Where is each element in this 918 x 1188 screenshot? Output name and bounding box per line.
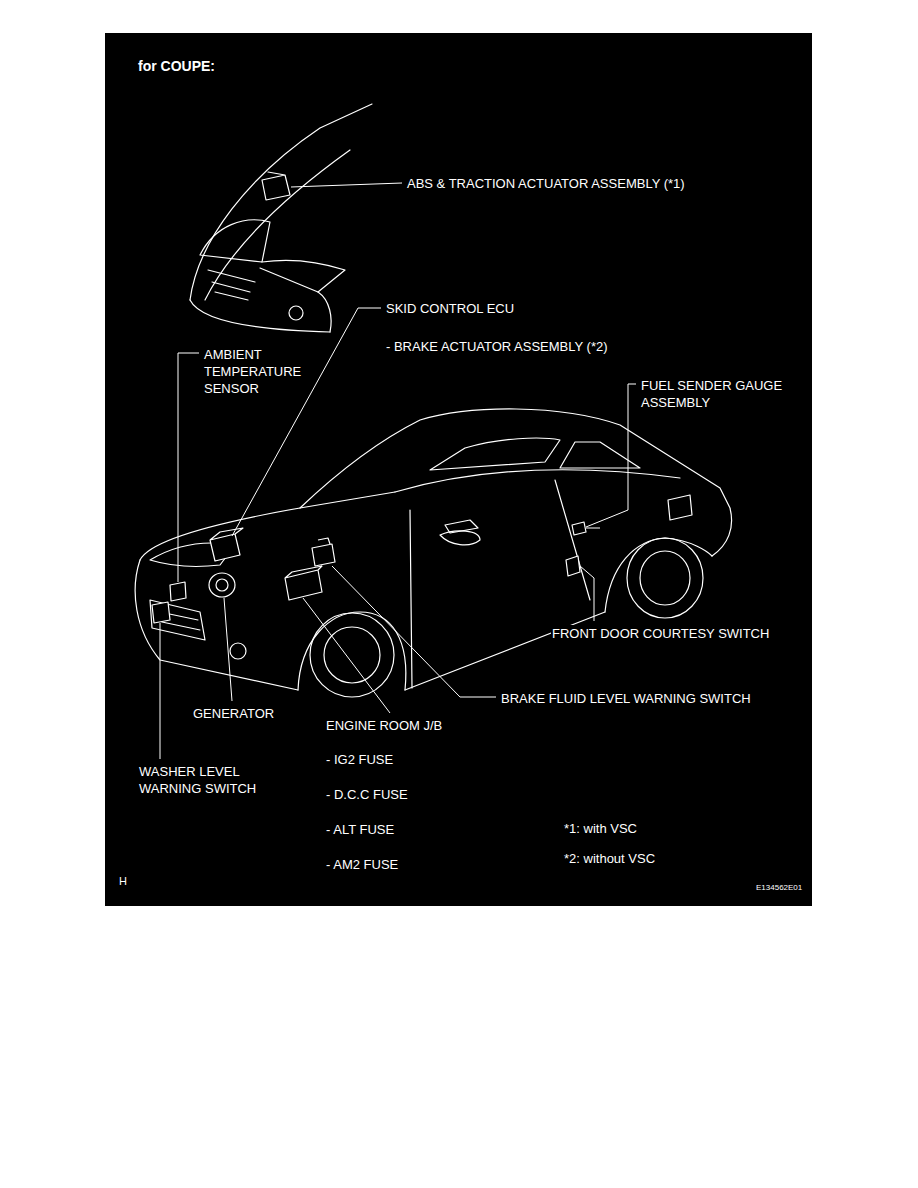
car-side-view (135, 409, 731, 697)
part-name: ENGINE ROOM J/B (325, 717, 443, 734)
component-symbols (152, 522, 600, 623)
figure-code: E134562E01 (755, 882, 803, 893)
footnote: *1: with VSC (563, 820, 638, 837)
part-name: ABS & TRACTION ACTUATOR ASSEMBLY (*1) (406, 175, 686, 192)
part-name: GENERATOR (192, 705, 275, 722)
part-name: FUEL SENDER GAUGE ASSEMBLY (640, 377, 792, 411)
car-front-view (190, 104, 372, 332)
part-name: BRAKE FLUID LEVEL WARNING SWITCH (500, 690, 752, 707)
footnote: *2: without VSC (563, 850, 656, 867)
fuse-name: - IG2 FUSE (325, 751, 394, 768)
fuse-name: - D.C.C FUSE (325, 786, 409, 803)
page-letter: H (118, 874, 128, 888)
fuse-name: - ALT FUSE (325, 821, 395, 838)
part-name: SKID CONTROL ECU (385, 300, 515, 317)
part-name: FRONT DOOR COURTESY SWITCH (551, 625, 770, 642)
part-name: AMBIENT TEMPERATURE SENSOR (203, 346, 305, 397)
panel-ground (105, 33, 812, 906)
part-name: WASHER LEVEL WARNING SWITCH (138, 763, 275, 797)
sub-part-name: - BRAKE ACTUATOR ASSEMBLY (*2) (385, 338, 609, 355)
diagram-title: for COUPE: (138, 57, 215, 75)
leader-lines (160, 183, 636, 759)
fuse-name: - AM2 FUSE (325, 856, 399, 873)
